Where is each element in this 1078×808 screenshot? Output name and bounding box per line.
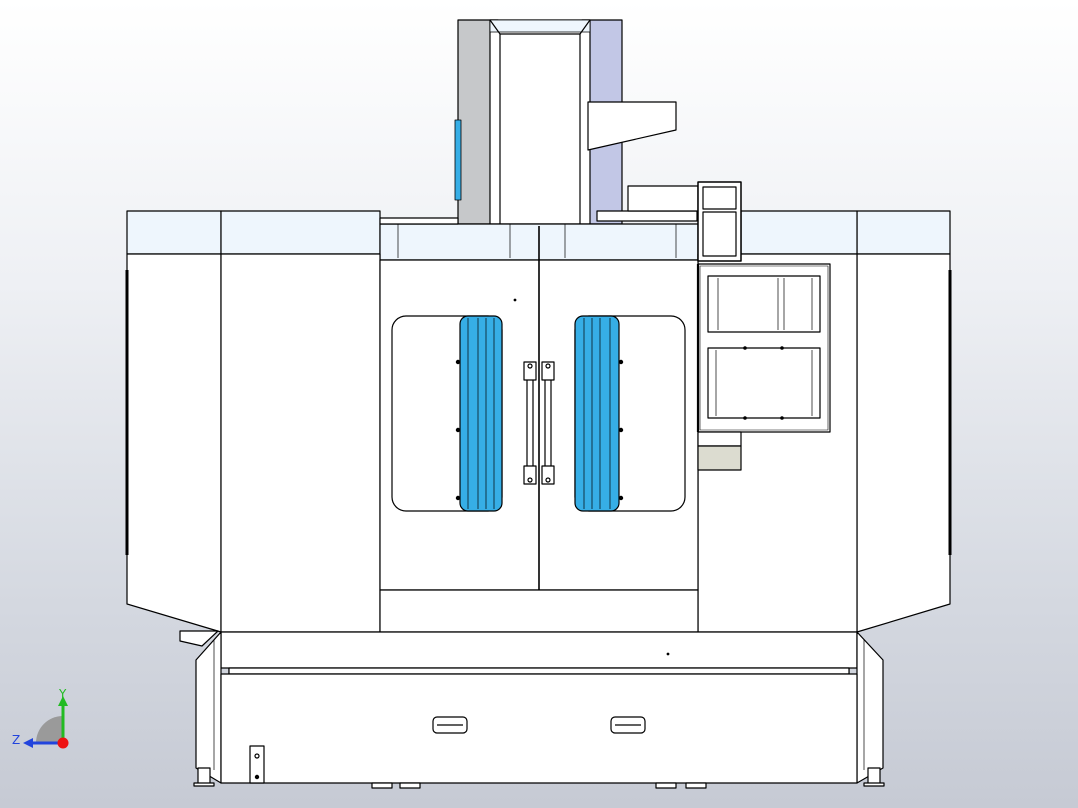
control-drawer	[697, 431, 742, 447]
z-arrow-icon	[23, 738, 33, 748]
x-axis-icon	[57, 737, 69, 749]
machine-base	[179, 630, 885, 789]
lift-slots	[432, 716, 646, 734]
y-arrow-icon	[58, 696, 68, 706]
right-leg	[856, 631, 884, 784]
y-axis-label: Y	[58, 687, 67, 701]
column-left-strip	[454, 119, 462, 201]
door-handles[interactable]	[523, 361, 555, 485]
control-panel[interactable]	[696, 181, 831, 471]
right-window-accent	[574, 315, 620, 512]
orientation-triad[interactable]: Y Z	[10, 686, 80, 756]
left-wing	[126, 253, 222, 633]
base-ledge	[220, 631, 858, 669]
base-front	[220, 673, 858, 784]
triad-arc	[36, 716, 63, 743]
left-leg	[195, 631, 222, 784]
coolant-tab	[249, 745, 265, 784]
control-drawer-khaki	[697, 445, 742, 471]
door-sill	[379, 589, 699, 633]
left-panel	[220, 253, 381, 633]
front-doors[interactable]	[379, 226, 699, 633]
head-bracket	[587, 101, 677, 151]
column-top-band	[489, 19, 591, 33]
right-wing	[856, 253, 951, 633]
z-axis-label: Z	[12, 733, 20, 747]
leveling-feet	[193, 767, 885, 789]
left-window-accent	[459, 315, 503, 512]
column-front	[489, 19, 591, 225]
left-bracket	[179, 630, 219, 647]
spindle-column	[454, 19, 677, 225]
